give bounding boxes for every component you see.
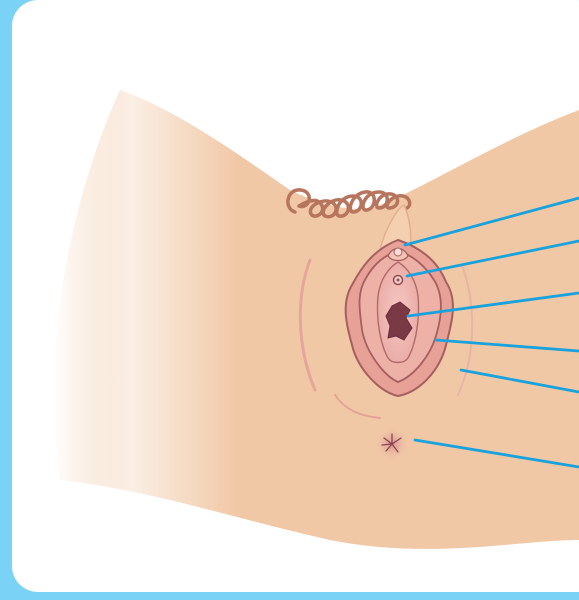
body-shape (54, 90, 579, 549)
urethral-dot (397, 279, 400, 282)
clitoris (394, 248, 402, 256)
